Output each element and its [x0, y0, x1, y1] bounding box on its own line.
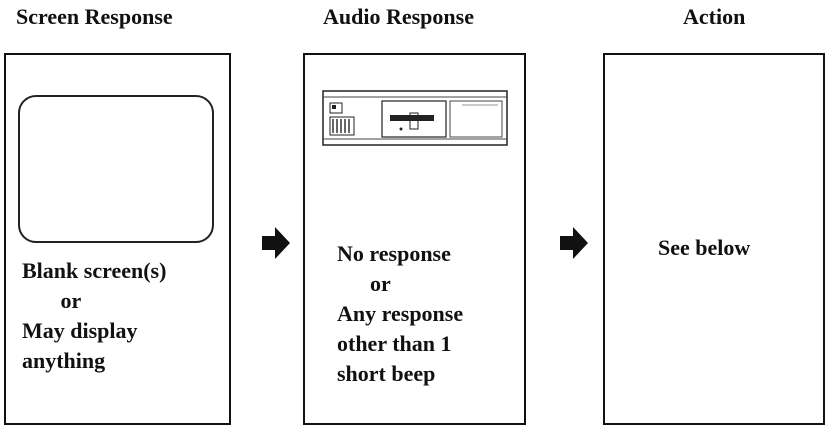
- action-panel: See below: [603, 53, 825, 425]
- system-unit-icon: [322, 90, 508, 146]
- right-arrow-icon: [560, 227, 588, 259]
- screen-response-panel: Blank screen(s) or May display anything: [4, 53, 231, 425]
- screen-response-text: Blank screen(s) or May display anything: [22, 258, 167, 373]
- blank-monitor-icon: [18, 95, 214, 243]
- audio-response-panel: No response or Any response other than 1…: [303, 53, 526, 425]
- audio-response-text: No response or Any response other than 1…: [337, 241, 464, 386]
- screen-response-header: Screen Response: [16, 4, 173, 29]
- action-header: Action: [683, 4, 746, 29]
- right-arrow-icon: [262, 227, 290, 259]
- action-text: See below: [658, 235, 751, 260]
- audio-response-header: Audio Response: [323, 4, 474, 29]
